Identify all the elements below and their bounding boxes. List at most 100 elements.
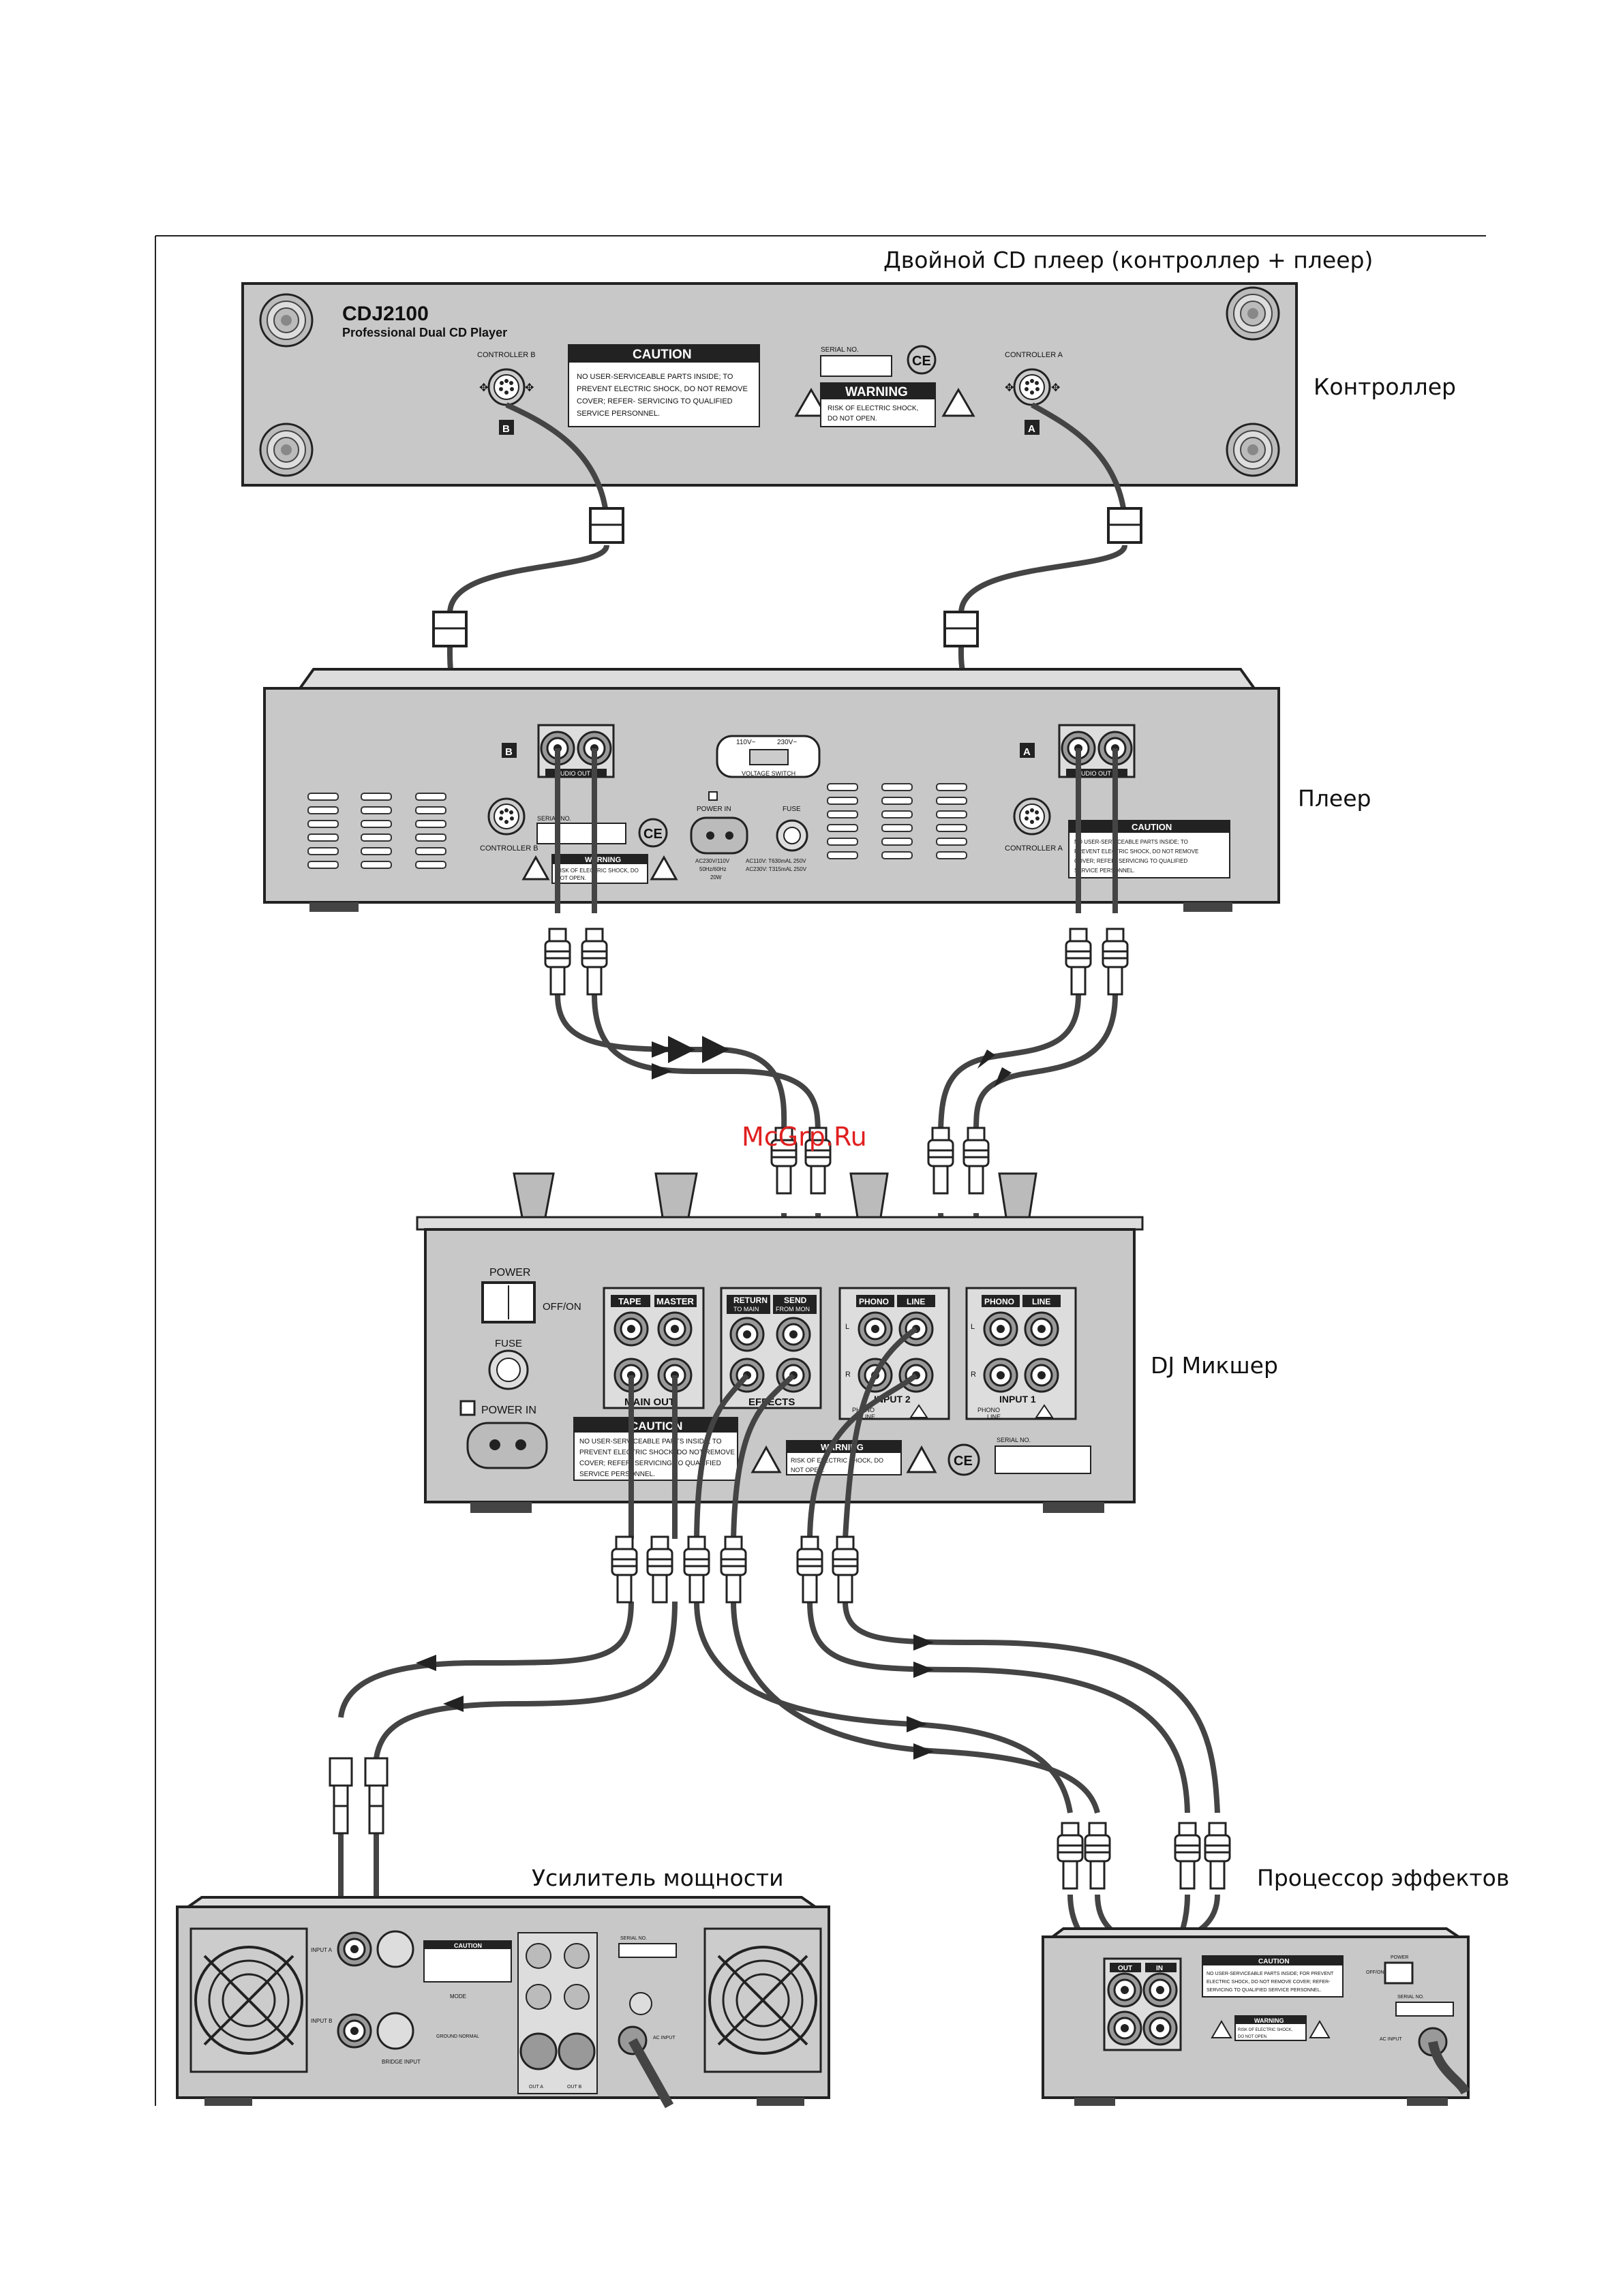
mixer-warning-line-2: NOT OPEN. xyxy=(791,1467,824,1473)
mixer-input1-phono-label: PHONO xyxy=(984,1297,1014,1306)
mixer-input1-switch-line: LINE xyxy=(987,1413,1001,1420)
player-caution-line-3: COVER; REFER- SERVICING TO QUALIFIED xyxy=(1074,858,1187,864)
mixer-input-1-box xyxy=(965,1287,1077,1420)
effects-serial-label: SERIAL NO. xyxy=(1397,1995,1424,2000)
mixer-caution-line-4: SERVICE PERSONNEL. xyxy=(579,1471,655,1478)
player-controller-a-label: CONTROLLER A xyxy=(1005,844,1063,853)
amp-ac-input-label: AC INPUT xyxy=(653,2036,676,2040)
mixer-off-on-label: OFF/ON xyxy=(543,1301,581,1313)
effects-warning-line-2: DO NOT OPEN. xyxy=(1238,2035,1268,2039)
voltage-switch-label: VOLTAGE SWITCH xyxy=(742,770,795,777)
controller-subtitle: Professional Dual CD Player xyxy=(342,326,507,339)
amp-caution-title: CAUTION xyxy=(454,1942,482,1949)
watermark-text: McGrp.Ru xyxy=(742,1122,867,1152)
mixer-caution-title: CAUTION xyxy=(630,1420,682,1433)
effects-power-switch[interactable] xyxy=(1384,1961,1414,1985)
effects-in-label: IN xyxy=(1156,1965,1163,1972)
mixer-serial-label: SERIAL NO. xyxy=(997,1437,1031,1443)
amplifier-caption: Усилитель мощности xyxy=(532,1865,784,1891)
player-unit: B AUDIO OUT CONTROLLER B SERIAL NO. CE W… xyxy=(263,668,1280,912)
effects-off-on-label: OFF/ON xyxy=(1366,1970,1384,1975)
mixer-to-main-label: TO MAIN xyxy=(733,1306,759,1313)
mixer-tape-label: TAPE xyxy=(618,1296,641,1306)
mixer-return-label: RETURN xyxy=(733,1296,768,1305)
player-warning-title: WARNING xyxy=(585,856,621,864)
controller-caution-title: CAUTION xyxy=(633,348,692,362)
mixer-input1-r: R xyxy=(971,1371,976,1379)
voltage-switch[interactable] xyxy=(749,749,789,765)
player-ce-mark: CE xyxy=(643,827,663,842)
amplifier-unit: INPUT A INPUT B BRIDGE INPUT CAUTION MOD… xyxy=(176,1896,830,2109)
mixer-input1-line-label: LINE xyxy=(1032,1297,1050,1306)
player-power-spec-1: AC230V/110V xyxy=(695,858,730,864)
mixer-power-in-label: POWER IN xyxy=(481,1405,536,1416)
player-caution-line-4: SERVICE PERSONNEL. xyxy=(1074,868,1135,874)
svg-text:✥: ✥ xyxy=(525,382,534,394)
controller-cable-plugs xyxy=(432,507,1142,647)
amp-bridge-input-label: BRIDGE INPUT xyxy=(382,2059,421,2065)
controller-caution-line-4: SERVICE PERSONNEL. xyxy=(577,410,660,418)
player-power-spec-3: 20W xyxy=(710,874,722,881)
mixer-warning-line-1: RISK OF ELECTRIC SHOCK, DO xyxy=(791,1457,883,1464)
controller-caution-line-1: NO USER-SERVICEABLE PARTS INSIDE; TO xyxy=(577,373,733,381)
mixer-input2-phono-label: PHONO xyxy=(859,1297,889,1306)
effects-power-label: POWER xyxy=(1391,1955,1408,1960)
mixer-caution-line-1: NO USER-SERVICEABLE PARTS INSIDE; TO xyxy=(579,1438,722,1445)
effects-warning-line-1: RISK OF ELECTRIC SHOCK, xyxy=(1238,2028,1292,2032)
mixer-power-socket[interactable] xyxy=(466,1422,548,1469)
controller-warning-triangle-left xyxy=(794,388,828,417)
player-tag-a: A xyxy=(1023,746,1031,758)
player-audio-arrows xyxy=(652,1041,1012,1088)
svg-text:✥: ✥ xyxy=(479,382,488,394)
player-caution-line-2: PREVENT ELECTRIC SHOCK, DO NOT REMOVE xyxy=(1074,848,1198,855)
player-fuse-spec-1: AC110V: T630mAL 250V xyxy=(746,858,806,864)
player-tag-b: B xyxy=(505,746,513,758)
controller-body xyxy=(241,282,1298,487)
effects-ac-input-label: AC INPUT xyxy=(1380,2037,1402,2042)
mixer-send-label: SEND xyxy=(784,1296,807,1305)
mixer-effects-label: EFFECTS xyxy=(748,1396,795,1408)
svg-text:✥: ✥ xyxy=(1051,382,1060,394)
amp-input-b-label: INPUT B xyxy=(311,2018,332,2024)
amp-fan-right xyxy=(703,1927,822,2073)
controller-warning-triangle-right xyxy=(941,388,975,417)
mixer-input-2-box xyxy=(838,1287,950,1420)
controller-unit: CDJ2100 Professional Dual CD Player CONT… xyxy=(241,282,1298,487)
effects-out-label: OUT xyxy=(1118,1965,1132,1972)
controller-tag-b: B xyxy=(502,423,510,435)
amp-mode-label: MODE xyxy=(450,1993,466,2000)
player-controller-b-label: CONTROLLER B xyxy=(480,844,539,853)
effects-caution-line-1: NO USER-SERVICEABLE PARTS INSIDE; FOR PR… xyxy=(1207,1972,1334,1976)
controller-caption: Контроллер xyxy=(1314,373,1456,400)
player-audio-out-b-label: AUDIO OUT xyxy=(556,770,591,777)
diagram-title: Двойной CD плеер (контроллер + плеер) xyxy=(883,247,1374,273)
mixer-input1-switch-phono: PHONO xyxy=(977,1407,1000,1413)
amp-input-a-label: INPUT A xyxy=(311,1947,333,1953)
effects-caution-line-2: ELECTRIC SHOCK, DO NOT REMOVE COVER; REF… xyxy=(1207,1980,1331,1985)
mixer-unit: POWER OFF/ON FUSE POWER IN TAPE MASTER M… xyxy=(416,1172,1144,1513)
mixer-main-out-label: MAIN OUT xyxy=(624,1396,675,1408)
controller-caution-line-2: PREVENT ELECTRIC SHOCK, DO NOT REMOVE xyxy=(577,385,748,393)
controller-ce-mark: CE xyxy=(912,354,931,369)
mixer-output-arrows xyxy=(416,1634,934,1760)
mixer-input2-r: R xyxy=(845,1371,851,1379)
controller-warning-line-1: RISK OF ELECTRIC SHOCK, xyxy=(828,405,918,412)
mixer-input2-line-label: LINE xyxy=(907,1297,925,1306)
mixer-caption: DJ Микшер xyxy=(1151,1352,1278,1379)
mixer-top-knobs xyxy=(513,1172,1037,1219)
effects-caution-title: CAUTION xyxy=(1258,1958,1290,1965)
player-fuse-label: FUSE xyxy=(783,806,801,813)
mixer-input1-l: L xyxy=(971,1323,975,1331)
controller-serial-label: SERIAL NO. xyxy=(821,346,859,354)
effects-caption: Процессор эффектов xyxy=(1257,1865,1510,1891)
svg-text:✥: ✥ xyxy=(1005,382,1014,394)
amp-fan-left xyxy=(189,1927,308,2073)
player-power-socket[interactable] xyxy=(690,816,748,855)
amp-ground-label: GROUND NORMAL xyxy=(436,2034,479,2039)
controller-warning-title: WARNING xyxy=(845,385,908,399)
controller-tag-a: A xyxy=(1028,423,1035,435)
mixer-input2-switch-line: LINE xyxy=(862,1413,875,1420)
controller-b-label: CONTROLLER B xyxy=(477,351,536,359)
player-fuse-spec-2: AC230V: T315mAL 250V xyxy=(746,866,807,872)
amp-out-a-label: OUT A xyxy=(529,2085,543,2090)
